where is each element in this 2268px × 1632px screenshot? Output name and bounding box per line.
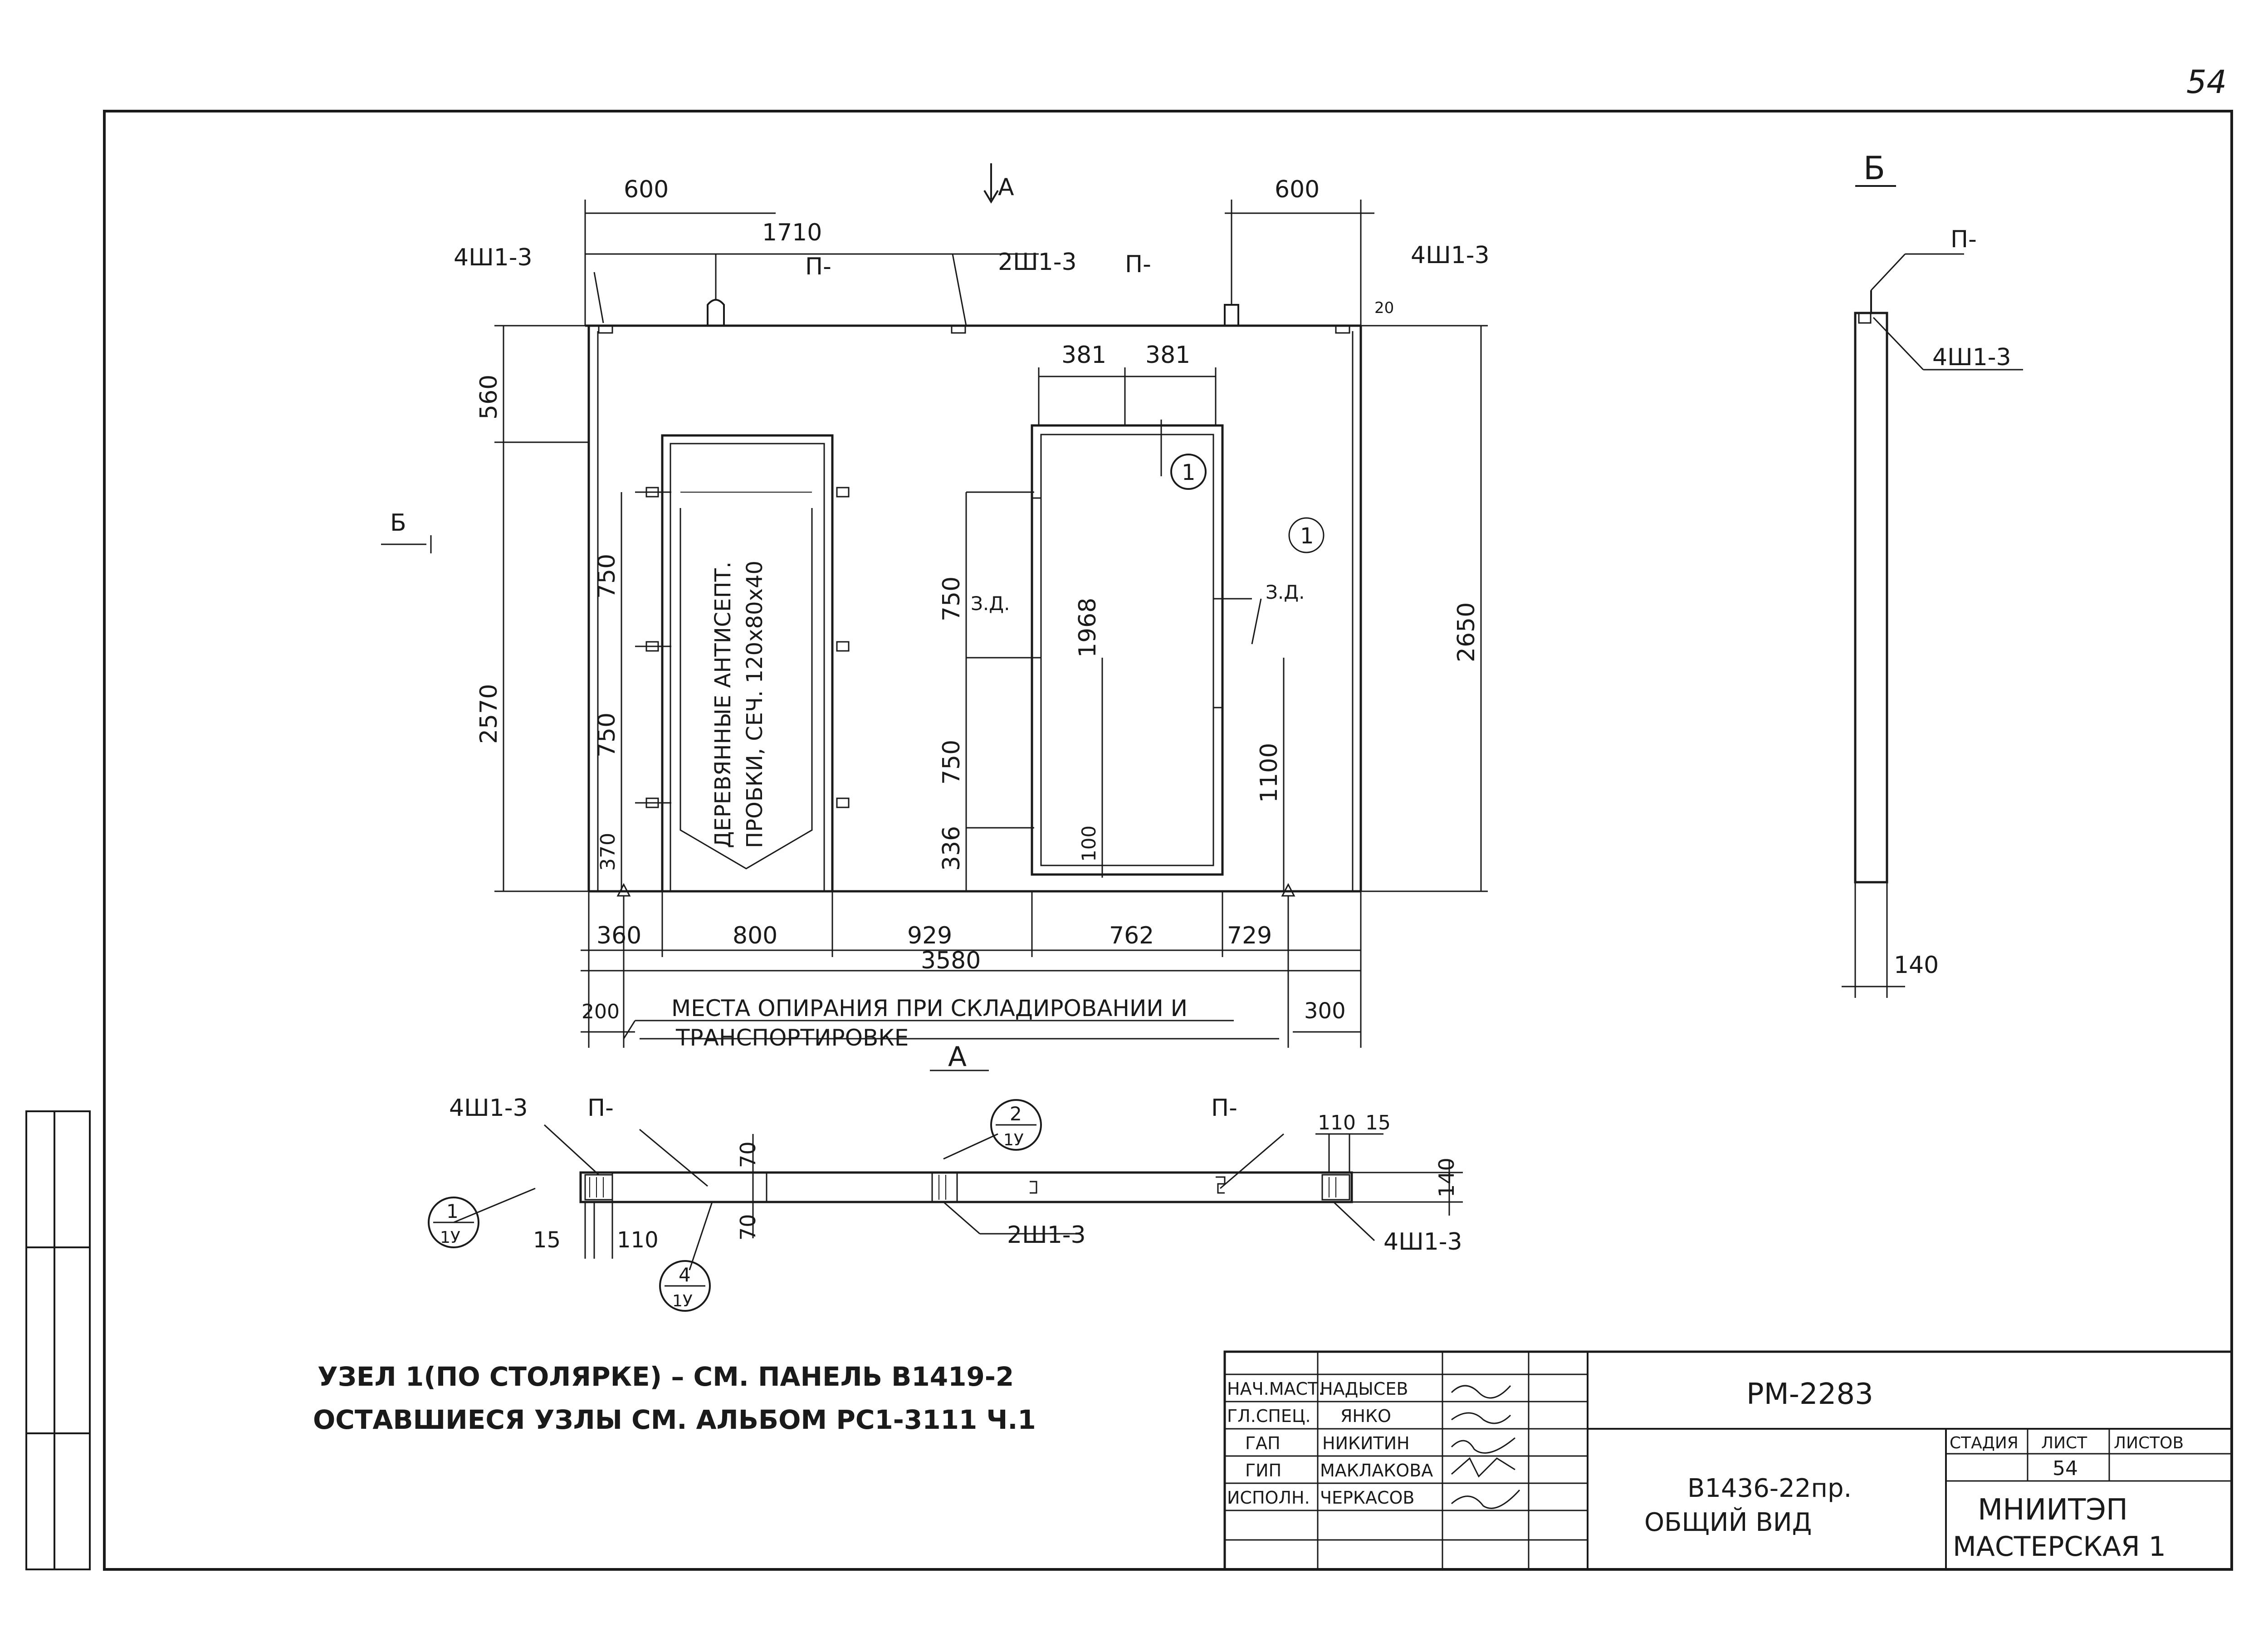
section-label-bottom: А xyxy=(948,1041,967,1073)
sheet-title: ОБЩИЙ ВИД xyxy=(1644,1507,1812,1537)
node2-top: 2 xyxy=(1010,1103,1022,1125)
doc-code: РМ-2283 xyxy=(1746,1378,1873,1411)
door-note-line-2: ПРОБКИ, СЕЧ. 120х80х40 xyxy=(742,561,767,848)
node4-bot: 1У xyxy=(672,1292,693,1310)
dim-1710: 1710 xyxy=(762,219,822,246)
dim-200: 200 xyxy=(582,1000,620,1023)
callout-4sh-top-left: 4Ш1-3 xyxy=(454,244,533,271)
plan-dim-110-right: 110 xyxy=(1318,1111,1356,1134)
dim-100: 100 xyxy=(1078,826,1100,862)
product-code: В1436-22пр. xyxy=(1687,1474,1852,1503)
stage-header: СТАДИЯ xyxy=(1950,1434,2019,1452)
side-callout-4sh: 4Ш1-3 xyxy=(1932,344,2011,371)
plan-callout-4sh-right: 4Ш1-3 xyxy=(1383,1228,1462,1256)
plan-dim-70-a: 70 xyxy=(736,1141,760,1168)
node2-bot: 1У xyxy=(1003,1131,1024,1149)
section-mark-top: А xyxy=(998,174,1014,201)
name-2: ЯНКО xyxy=(1340,1406,1391,1426)
dim-1968: 1968 xyxy=(1074,598,1101,658)
name-5: ЧЕРКАСОВ xyxy=(1320,1488,1414,1508)
dim-2650: 2650 xyxy=(1453,602,1480,662)
support-note-line-1: МЕСТА ОПИРАНИЯ ПРИ СКЛАДИРОВАНИИ И xyxy=(671,995,1188,1021)
callout-p-right: П- xyxy=(1125,251,1151,278)
role-2: ГЛ.СПЕЦ. xyxy=(1227,1406,1311,1426)
node4-top: 4 xyxy=(679,1264,691,1286)
main-elevation: А Б А 600 600 1710 4Ш1-3 2Ш1-3 4Ш1-3 П- … xyxy=(381,163,1490,1073)
org-line-2: МАСТЕРСКАЯ 1 xyxy=(1953,1531,2166,1563)
page-number: 54 xyxy=(2186,64,2227,101)
dim-600-right: 600 xyxy=(1275,176,1320,203)
callout-p-left: П- xyxy=(805,253,831,280)
sheet-number: 54 xyxy=(2053,1457,2078,1480)
role-3: ГАП xyxy=(1245,1433,1281,1453)
plan-dim-70-b: 70 xyxy=(736,1214,760,1241)
general-notes: УЗЕЛ 1(ПО СТОЛЯРКЕ) – СМ. ПАНЕЛЬ В1419-2… xyxy=(313,1361,1036,1435)
plan-dim-15-left: 15 xyxy=(533,1227,561,1253)
dim-750-win-a: 750 xyxy=(938,577,965,621)
dim-360: 360 xyxy=(596,922,641,949)
door-note-line-1: ДЕРЕВЯННЫЕ АНТИСЕПТ. xyxy=(710,562,736,848)
plan-p-right: П- xyxy=(1211,1095,1237,1122)
plan-callout-4sh-left: 4Ш1-3 xyxy=(449,1095,528,1122)
dim-381-a: 381 xyxy=(1061,342,1106,369)
plan-callout-2sh: 2Ш1-3 xyxy=(1007,1222,1086,1249)
sheet-header: ЛИСТ xyxy=(2041,1434,2087,1452)
plan-dim-110-left: 110 xyxy=(617,1227,659,1253)
plan-dim-140: 140 xyxy=(1434,1158,1459,1197)
dim-336: 336 xyxy=(938,826,965,871)
dim-762: 762 xyxy=(1109,922,1154,949)
node-circle-window: 1 xyxy=(1182,460,1196,485)
node1-top: 1 xyxy=(446,1200,459,1222)
name-3: НИКИТИН xyxy=(1322,1433,1410,1453)
signatures xyxy=(1451,1385,1520,1509)
callout-4sh-top-right: 4Ш1-3 xyxy=(1411,242,1490,269)
plan-view: 4Ш1-3 П- П- 2Ш1-3 4Ш1-3 15 110 110 15 1 … xyxy=(428,1095,1463,1312)
dim-1100: 1100 xyxy=(1256,743,1283,803)
note-line-1: УЗЕЛ 1(ПО СТОЛЯРКЕ) – СМ. ПАНЕЛЬ В1419-2 xyxy=(318,1361,1014,1392)
dim-729: 729 xyxy=(1227,922,1272,949)
side-dim-140: 140 xyxy=(1894,952,1939,979)
dim-381-b: 381 xyxy=(1145,342,1190,369)
side-p-label: П- xyxy=(1950,226,1977,253)
role-5: ИСПОЛН. xyxy=(1227,1488,1310,1508)
title-block: НАЧ.МАСТ. ГЛ.СПЕЦ. ГАП ГИП ИСПОЛН. НАДЫС… xyxy=(1223,1350,2233,1571)
zd-right: З.Д. xyxy=(1266,581,1305,603)
role-1: НАЧ.МАСТ. xyxy=(1227,1379,1324,1399)
dim-300: 300 xyxy=(1304,998,1346,1024)
plan-p-left: П- xyxy=(587,1095,614,1122)
name-4: МАКЛАКОВА xyxy=(1320,1461,1433,1481)
section-mark-left: Б xyxy=(390,509,406,537)
dim-560: 560 xyxy=(475,375,503,420)
dim-929: 929 xyxy=(907,922,952,949)
org-line-1: МНИИТЭП xyxy=(1978,1493,2128,1527)
zd-left: З.Д. xyxy=(971,592,1010,615)
side-view-title: Б xyxy=(1863,150,1885,187)
name-1: НАДЫСЕВ xyxy=(1320,1379,1408,1399)
node1-bot: 1У xyxy=(440,1228,460,1247)
sheet-frame xyxy=(25,110,2233,1571)
dim-3580: 3580 xyxy=(921,947,981,974)
dim-600-left: 600 xyxy=(624,176,669,203)
node-circle-right: 1 xyxy=(1300,523,1314,549)
plan-dim-15-right: 15 xyxy=(1365,1111,1391,1134)
support-note-line-2: ТРАНСПОРТИРОВКЕ xyxy=(675,1025,909,1051)
dim-20: 20 xyxy=(1374,299,1394,317)
dim-750-left-b: 750 xyxy=(593,713,621,757)
dim-750-left-a: 750 xyxy=(593,554,621,599)
callout-2sh-top: 2Ш1-3 xyxy=(998,249,1077,276)
sheets-header: ЛИСТОВ xyxy=(2114,1434,2184,1452)
side-view: Б П- 4Ш1-3 140 xyxy=(1842,150,2023,998)
note-line-2: ОСТАВШИЕСЯ УЗЛЫ СМ. АЛЬБОМ РС1-3111 Ч.1 xyxy=(313,1404,1036,1435)
dim-800: 800 xyxy=(733,922,777,949)
role-4: ГИП xyxy=(1245,1461,1281,1481)
dim-2570: 2570 xyxy=(475,684,503,744)
dim-370: 370 xyxy=(596,833,620,871)
dim-750-win-b: 750 xyxy=(938,740,965,785)
